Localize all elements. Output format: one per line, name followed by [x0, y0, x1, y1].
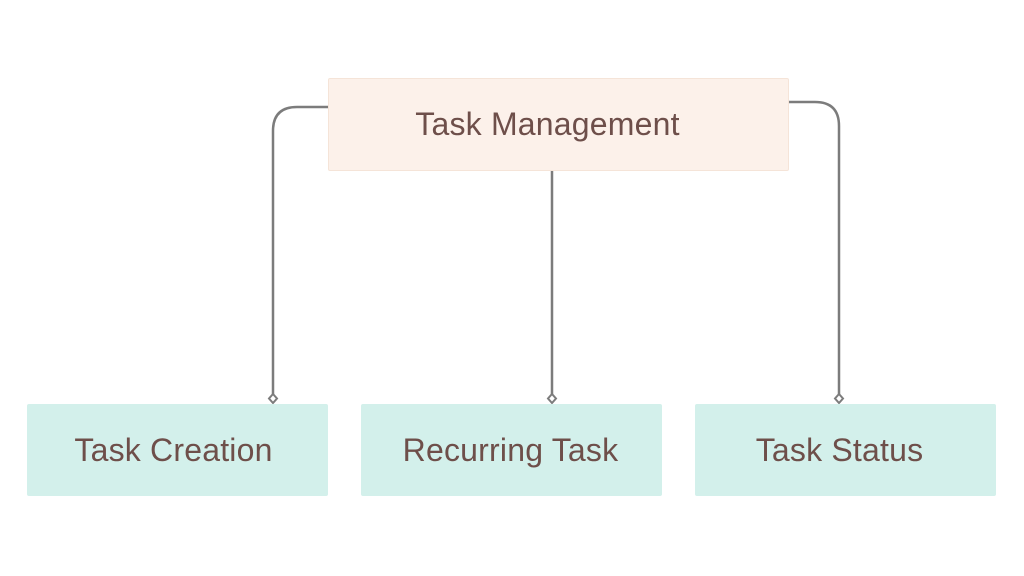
child-node-recurring-task[interactable]: Recurring Task: [361, 404, 662, 496]
child-node-label: Task Creation: [74, 431, 273, 468]
connector-task-creation: [271, 105, 330, 398]
connector-end-marker-task-creation: [267, 392, 279, 405]
child-node-label: Task Status: [755, 431, 924, 468]
child-node-task-status[interactable]: Task Status: [695, 404, 996, 496]
connector-end-marker-recurring-task: [546, 392, 558, 405]
child-node-task-creation[interactable]: Task Creation: [27, 404, 328, 496]
connector-end-marker-task-status: [833, 392, 845, 405]
child-node-label: Recurring Task: [402, 431, 619, 468]
root-node-label: Task Management: [415, 106, 680, 142]
connector-task-status: [787, 100, 841, 398]
root-node-task-management[interactable]: Task Management: [328, 78, 789, 171]
